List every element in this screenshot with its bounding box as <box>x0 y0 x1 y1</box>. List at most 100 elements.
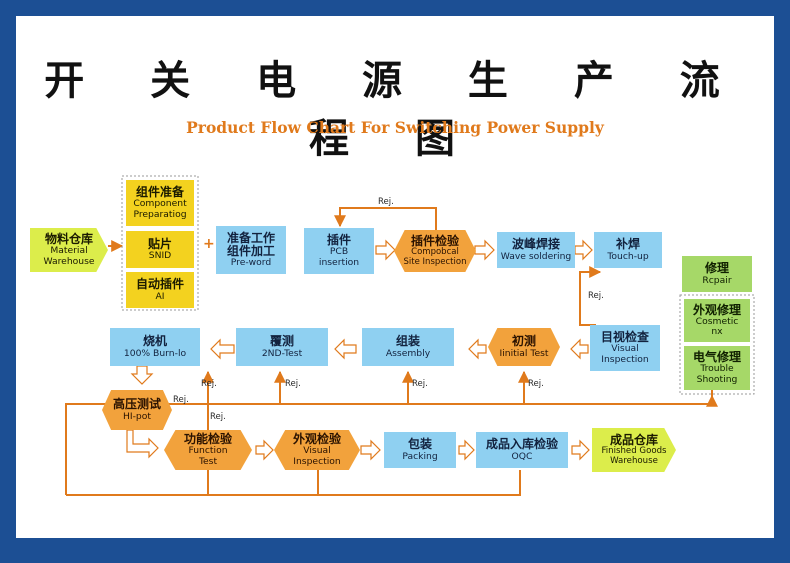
material-warehouse-cn: 物料仓库 <box>44 232 93 247</box>
cosmetic-en2: nx <box>711 326 723 338</box>
repair-step: 修理 Rcpair <box>682 256 752 292</box>
function-test-en1: Function <box>188 445 228 457</box>
second-test-cn: 覆测 <box>269 334 294 349</box>
visual-inspection2-en2: Inspection <box>293 455 341 467</box>
snid-step: 贴片 SNID <box>126 231 194 268</box>
pcb-insertion: 插件 PCB insertion <box>304 228 374 274</box>
site-inspection-en2: Site Inspection <box>403 256 467 267</box>
site-inspection-en1: Compobcal <box>411 247 459 258</box>
cosmetic-cn: 外观修理 <box>692 302 741 317</box>
finished-goods-en1: Finished Goods <box>601 446 667 457</box>
visual-inspection-en1: Visual <box>611 343 639 355</box>
material-warehouse: 物料仓库 Material Warehouse <box>30 228 108 272</box>
snid-en: SNID <box>148 250 172 262</box>
trouble-en2: Shooting <box>696 373 738 385</box>
initial-test-cn: 初测 <box>511 334 536 349</box>
cosmetic-en1: Cosmetic <box>695 315 739 327</box>
pcb-insertion-en2: insertion <box>318 256 360 268</box>
finished-goods-en2: Warehouse <box>610 455 658 466</box>
repair-en: Rcpair <box>702 274 732 286</box>
repair-cn: 修理 <box>704 261 729 276</box>
rej-label-hipot: Rej. <box>173 395 189 405</box>
function-test: 功能检验 Function Test <box>164 430 252 470</box>
second-test-en: 2ND-Test <box>261 347 303 359</box>
material-warehouse-en2: Warehouse <box>43 255 95 267</box>
block-arrow-burnin-to-hipot <box>130 365 154 385</box>
site-inspection-cn: 插件检验 <box>410 234 459 249</box>
title-english: Product Flow Chart For Switching Power S… <box>186 118 604 137</box>
rej-loop-site-inspection <box>334 207 437 230</box>
ai-en: AI <box>155 290 165 302</box>
finished-goods-warehouse: 成品仓库 Finished Goods Warehouse <box>592 428 676 472</box>
component-group-border <box>121 175 199 311</box>
rej-collector-line <box>160 394 718 407</box>
rej-label-initial: Rej. <box>528 379 544 389</box>
block-arrow-oqc-to-finished <box>571 439 590 461</box>
block-arrow-visual-to-packing <box>360 439 381 461</box>
block-arrow-visual-to-initial <box>570 338 589 360</box>
cosmetic-repair: 外观修理 Cosmetic nx <box>684 299 750 342</box>
packing-en: Packing <box>402 450 438 462</box>
finished-goods-cn: 成品仓库 <box>609 432 658 447</box>
visual-inspection: 目视检查 Visual Inspection <box>590 325 660 371</box>
block-arrow-packing-to-oqc <box>458 439 475 461</box>
rej-label-site: Rej. <box>378 197 394 207</box>
hipot-test: 高压测试 HI-pot <box>102 390 172 430</box>
assembly-en: Assembly <box>385 347 431 359</box>
block-arrow-assembly-to-2nd <box>334 338 357 360</box>
pcb-insertion-en1: PCB <box>329 246 349 258</box>
return-line-oqc <box>208 470 521 496</box>
packing-cn: 包装 <box>407 437 432 452</box>
ai-cn: 自动插件 <box>135 277 184 292</box>
preword-cn1: 准备工作 <box>226 230 275 245</box>
snid-cn: 贴片 <box>147 236 172 251</box>
assembly-cn: 组装 <box>395 334 420 349</box>
initial-test: 初测 Iinitial Test <box>488 328 560 366</box>
site-inspection: 插件检验 Compobcal Site Inspection <box>394 230 476 272</box>
plus-sign: + <box>203 236 215 252</box>
rej-label-visual: Rej. <box>588 291 604 301</box>
component-preparation: 组件准备 Component Preparatiog <box>126 180 194 226</box>
repair-group-border <box>679 294 755 395</box>
oqc-en: OQC <box>511 450 533 462</box>
component-preparation-cn: 组件准备 <box>135 185 184 200</box>
assembly-step: 组装 Assembly <box>362 328 454 366</box>
oqc-step: 成品入库检验 OQC <box>476 432 568 468</box>
block-arrow-wave-to-touchup <box>574 239 593 261</box>
title-chinese: 开 关 电 源 生 产 流 程 图 <box>44 57 746 162</box>
touch-up: 补焊 Touch-up <box>594 232 662 268</box>
trouble-en1: Trouble <box>700 363 734 375</box>
burn-in: 烧机 100% Burn-lo <box>110 328 200 366</box>
trouble-shooting: 电气修理 Trouble Shooting <box>684 346 750 390</box>
return-line-left <box>65 403 108 495</box>
rej-label-2ndtest: Rej. <box>285 379 301 389</box>
preword-step: 准备工作 组件加工 Pre-word <box>216 226 286 274</box>
rej-label-burnin: Rej. <box>201 379 217 389</box>
material-warehouse-en1: Material <box>50 245 88 257</box>
hipot-en: HI-pot <box>123 410 151 422</box>
block-arrow-pcb-to-inspection <box>375 239 396 261</box>
block-arrow-hipot-to-function <box>126 429 159 459</box>
burn-in-en: 100% Burn-lo <box>123 347 187 359</box>
return-line-function <box>66 470 209 496</box>
component-preparation-en1: Component <box>133 198 187 210</box>
visual-inspection2-cn: 外观检验 <box>292 432 341 447</box>
second-test: 覆测 2ND-Test <box>236 328 328 366</box>
visual-inspection2-en1: Visual <box>303 445 331 457</box>
trouble-cn: 电气修理 <box>692 350 741 365</box>
rej-label-assembly: Rej. <box>412 379 428 389</box>
wave-soldering: 波峰焊接 Wave soldering <box>497 232 575 268</box>
rej-label-function: Rej. <box>210 412 226 422</box>
wave-soldering-cn: 波峰焊接 <box>511 237 560 252</box>
packing-step: 包装 Packing <box>384 432 456 468</box>
preword-en: Pre-word <box>230 257 272 269</box>
preword-cn2: 组件加工 <box>226 243 275 258</box>
visual-inspection-en2: Inspection <box>601 353 649 365</box>
block-arrow-function-to-visual <box>255 439 274 461</box>
block-arrow-inspection-to-wave <box>474 239 495 261</box>
block-arrow-initial-to-assembly <box>468 338 487 360</box>
hipot-cn: 高压测试 <box>112 397 161 412</box>
component-preparation-en2: Preparatiog <box>133 208 187 220</box>
wave-soldering-en: Wave soldering <box>500 250 572 262</box>
